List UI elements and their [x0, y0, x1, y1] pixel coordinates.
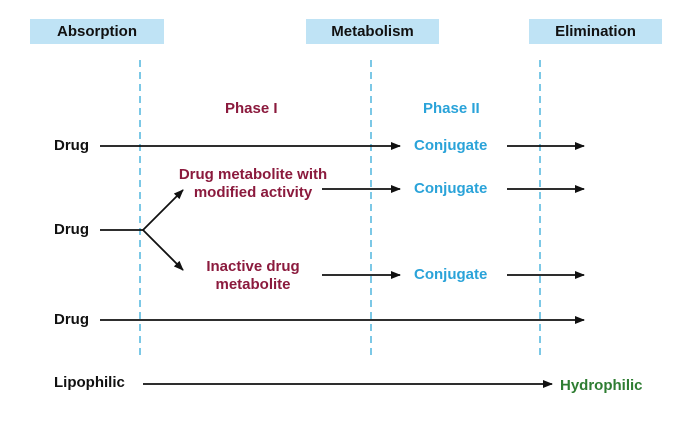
lipophilic-label: Lipophilic	[54, 374, 125, 391]
inactive-metabolite-line1: Inactive drug	[206, 258, 300, 275]
arrow-branch-down	[142, 229, 184, 271]
phase2-label: Phase II	[423, 100, 480, 117]
elimination-header: Elimination	[529, 19, 662, 44]
active-metabolite-line2: modified activity	[193, 184, 313, 201]
inactive-metabolite-line2: metabolite	[215, 276, 291, 293]
active-metabolite-label: Drug metabolite with modified activity	[168, 166, 338, 202]
conjugate-label-1: Conjugate	[414, 137, 488, 154]
phase1-label: Phase I	[225, 100, 278, 117]
arrow-branch-up	[142, 189, 184, 231]
metabolism-header: Metabolism	[306, 19, 439, 44]
conjugate-label-3: Conjugate	[414, 266, 488, 283]
absorption-header: Absorption	[30, 19, 164, 44]
hydrophilic-label: Hydrophilic	[560, 377, 643, 394]
active-metabolite-line1: Drug metabolite with	[178, 166, 328, 183]
drug-label-3: Drug	[54, 311, 89, 328]
drug-label-1: Drug	[54, 137, 89, 154]
inactive-metabolite-label: Inactive drug metabolite	[188, 258, 318, 294]
drug-label-2: Drug	[54, 221, 89, 238]
conjugate-label-2: Conjugate	[414, 180, 488, 197]
